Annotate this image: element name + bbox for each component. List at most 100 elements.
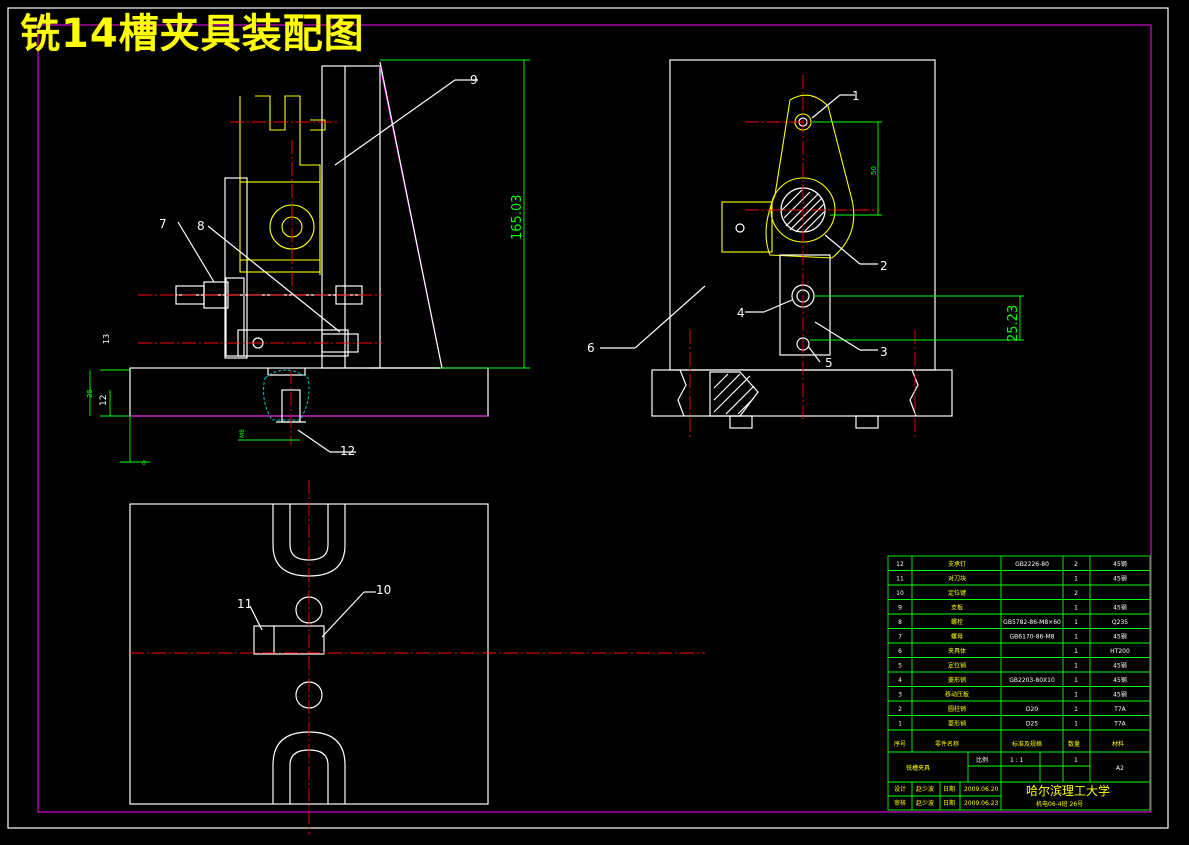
bom-cell-no: 8 — [898, 619, 902, 626]
hdr-name: 零件名称 — [935, 740, 959, 748]
top-view — [129, 480, 705, 835]
scale-value: 1 : 1 — [1010, 757, 1024, 764]
bom-cell-mat: 45钢 — [1113, 604, 1127, 612]
bom-cell-std: GB2226-80 — [1015, 561, 1049, 568]
hdr-mat: 材料 — [1112, 740, 1124, 748]
bom-cell-no: 7 — [898, 634, 902, 641]
date-label-1: 日期 — [943, 785, 955, 793]
date-1: 2009.06.20 — [964, 786, 999, 793]
bom-cell-qty: 2 — [1074, 590, 1078, 597]
part-label-4: 4 — [737, 306, 745, 320]
bom-cell-mat: 45钢 — [1113, 676, 1127, 684]
school-name: 哈尔滨理工大学 — [1026, 783, 1110, 798]
bom-cell-mat: 45钢 — [1113, 691, 1127, 699]
dim-0: 0 — [142, 460, 146, 467]
bom-cell-name: 支承钉 — [948, 560, 966, 568]
bom-cell-no: 12 — [896, 561, 904, 568]
bom-cell-name: 定位销 — [948, 662, 966, 670]
bom-cell-qty: 1 — [1074, 605, 1078, 612]
bom-cell-no: 2 — [898, 706, 902, 713]
dim-25: 25 — [86, 389, 94, 398]
bom-cell-name: 菱形销 — [948, 720, 966, 728]
dim-25-23: 25.23 — [1006, 305, 1021, 342]
bom-cell-no: 5 — [898, 663, 902, 670]
part-label-6: 6 — [587, 341, 595, 355]
part-label-12: 12 — [340, 444, 355, 458]
part-label-1: 1 — [852, 89, 860, 103]
part-label-10: 10 — [376, 583, 391, 597]
bom-cell-mat: 45钢 — [1113, 560, 1127, 568]
bom-cell-qty: 1 — [1074, 663, 1078, 670]
side-view — [600, 59, 1024, 440]
bom-cell-std: GB5782-86-M8×60 — [1003, 619, 1061, 626]
checker: 赵少波 — [916, 799, 934, 807]
bom-cell-name: 螺母 — [951, 633, 963, 641]
dim-50: 50 — [870, 166, 878, 175]
bom-cell-qty: 2 — [1074, 561, 1078, 568]
bom-cell-name: 螺栓 — [951, 618, 963, 626]
bom-cell-qty: 1 — [1074, 721, 1078, 728]
bom-cell-mat: 45钢 — [1113, 575, 1127, 583]
dim-12: 12 — [99, 395, 109, 406]
bom-cell-name: 圆柱销 — [948, 705, 966, 713]
bom-cell-name: 移动压板 — [945, 691, 969, 699]
designer: 赵少波 — [916, 785, 934, 793]
designer-label: 设计 — [894, 785, 906, 793]
scale-label: 比例 — [976, 756, 988, 764]
bom-cell-no: 3 — [898, 692, 902, 699]
bom-cell-mat: HT200 — [1110, 648, 1130, 655]
bom-cell-mat: 45钢 — [1113, 662, 1127, 670]
hdr-std: 标准及规格 — [1012, 740, 1042, 748]
part-label-11: 11 — [237, 597, 252, 611]
dim-13: 13 — [102, 334, 111, 344]
bom-cell-name: 对刀块 — [948, 575, 966, 583]
date-2: 2009.06.23 — [964, 800, 999, 807]
inner-frame — [37, 24, 1152, 813]
bom-cell-name: 支板 — [951, 604, 963, 612]
bom-cell-qty: 1 — [1074, 619, 1078, 626]
part-label-9: 9 — [470, 73, 478, 87]
bom-cell-name: 菱形销 — [948, 676, 966, 684]
part-label-3: 3 — [880, 345, 888, 359]
bom-cell-qty: 1 — [1074, 706, 1078, 713]
front-view — [89, 59, 530, 463]
dim-m8: M8 — [239, 429, 246, 438]
bom-cell-std: GB6170-86-M8 — [1010, 634, 1055, 641]
bom-cell-qty: 1 — [1074, 648, 1078, 655]
part-label-5: 5 — [825, 356, 833, 370]
dimension-texts: 165.03 25.23 50 13 25 12 0 M8 — [86, 166, 1021, 467]
drawing-name: 铣槽夹具 — [906, 764, 930, 772]
bom-cell-mat: Q235 — [1112, 619, 1128, 626]
sheet-value: 1 — [1074, 757, 1078, 764]
class-info: 机电06-4班 26号 — [1036, 800, 1083, 808]
sheet-size: A2 — [1116, 765, 1124, 772]
bom-cell-no: 11 — [896, 576, 904, 583]
bom-cell-name: 夹具体 — [948, 647, 966, 655]
bom-cell-std: GB2203-80X10 — [1009, 677, 1055, 684]
bom-cell-no: 4 — [898, 677, 902, 684]
bom-cell-qty: 1 — [1074, 692, 1078, 699]
hdr-no: 序号 — [894, 740, 906, 748]
bom-cell-std: D25 — [1026, 721, 1038, 728]
drawing-title: 铣14槽夹具装配图 — [20, 11, 365, 57]
bom-cell-name: 定位键 — [948, 589, 966, 597]
bom-cell-qty: 1 — [1074, 677, 1078, 684]
bom-cell-mat: T7A — [1113, 706, 1126, 713]
bom-cell-qty: 1 — [1074, 576, 1078, 583]
bom-cell-no: 6 — [898, 648, 902, 655]
bom-cell-std: D20 — [1026, 706, 1038, 713]
hdr-qty: 数量 — [1068, 740, 1080, 748]
checker-label: 审核 — [894, 799, 906, 807]
bom-cell-no: 1 — [898, 721, 902, 728]
bom-cell-mat: 45钢 — [1113, 633, 1127, 641]
part-labels: 1 2 3 4 5 6 7 8 9 10 11 12 — [159, 73, 888, 611]
date-label-2: 日期 — [943, 799, 955, 807]
bom-cell-no: 9 — [898, 605, 902, 612]
bom-cell-no: 10 — [896, 590, 904, 597]
part-label-2: 2 — [880, 259, 888, 273]
bom-cell-mat: T7A — [1113, 721, 1126, 728]
dim-height: 165.03 — [510, 195, 525, 241]
